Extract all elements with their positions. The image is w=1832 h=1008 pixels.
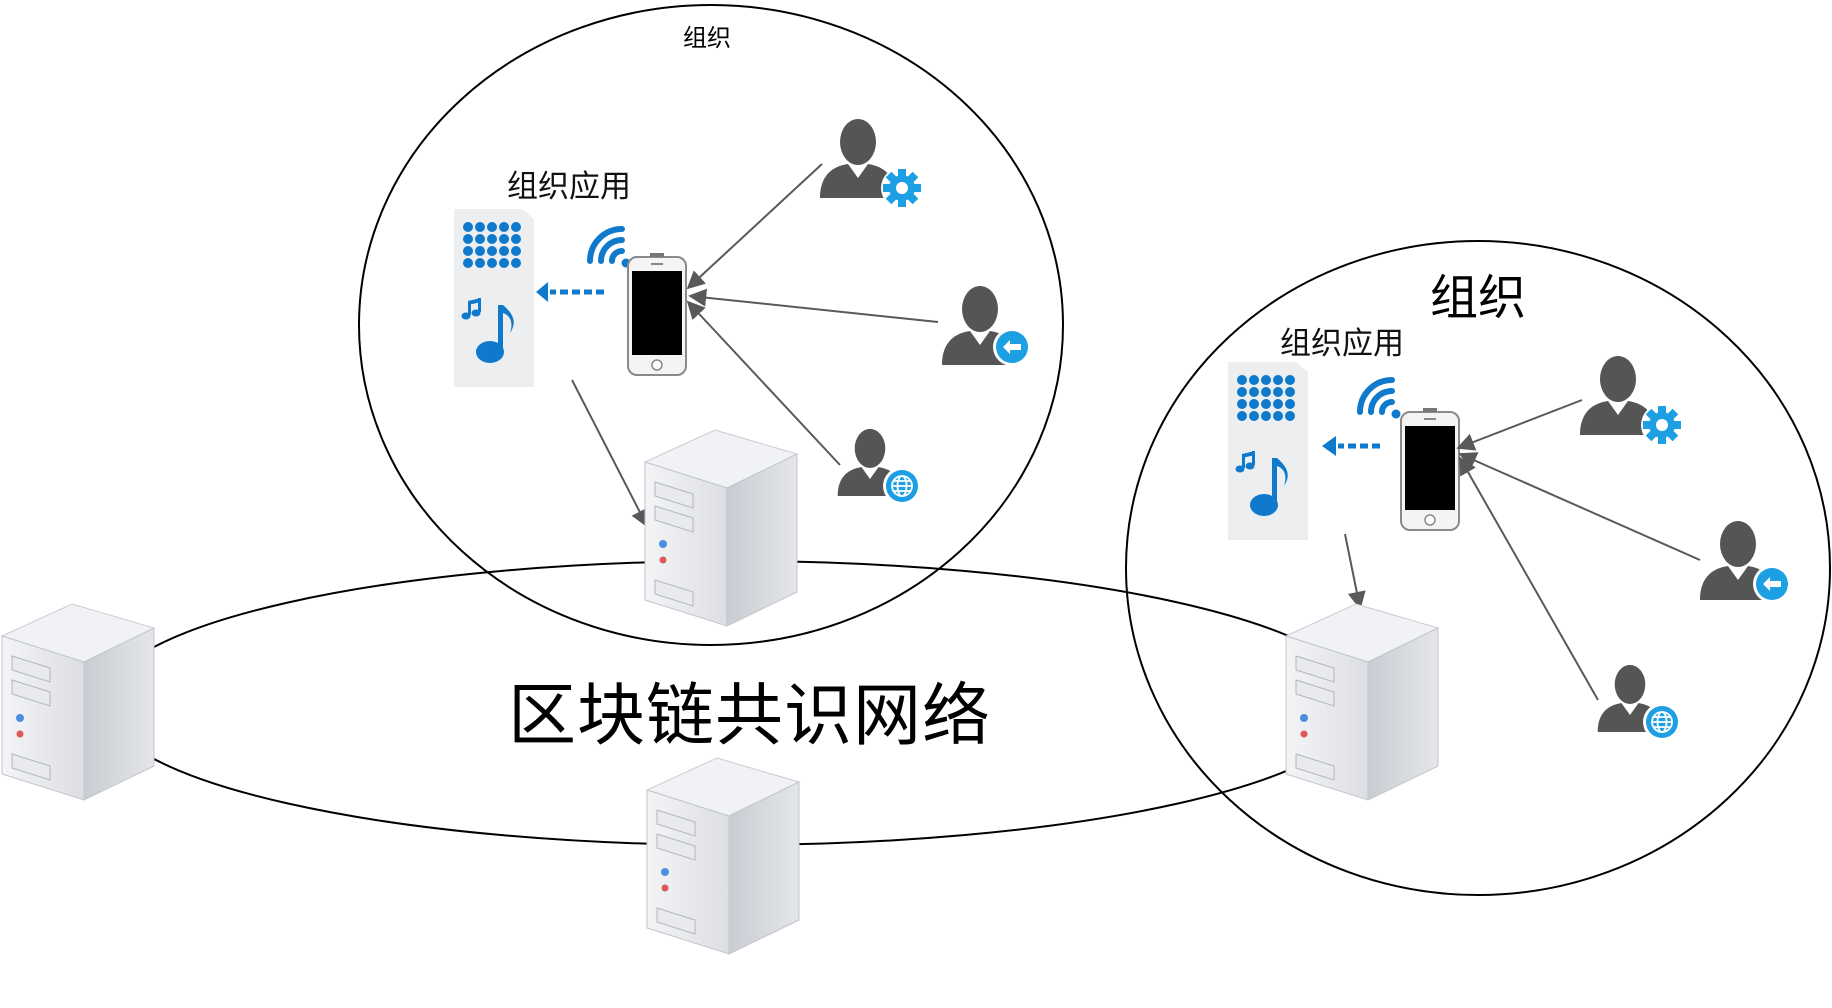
org1-admin-to-phone-line [686, 163, 823, 290]
org1-user-web [837, 428, 922, 506]
organization-1-boundary [358, 4, 1064, 646]
server-icon [646, 757, 800, 955]
org1-web-to-phone-line [686, 300, 841, 466]
server-icon [1285, 603, 1439, 801]
org2-app-icon [1228, 362, 1308, 540]
org2-admin-to-phone-line [1456, 399, 1583, 451]
consensus-network-title: 区块链共识网络 [508, 677, 992, 756]
org1-user-admin [820, 119, 923, 209]
gear-icon [881, 167, 923, 209]
org1-wifi-icon [590, 229, 631, 268]
org2-login-to-phone-line [1458, 452, 1701, 561]
org2-user-admin [1580, 356, 1683, 446]
organization-2-boundary [1125, 240, 1831, 896]
gear-icon [1641, 404, 1683, 446]
org1-login-to-phone-line [688, 288, 939, 323]
org2-phone-icon [1400, 407, 1460, 531]
organization-2-app-label: 组织应用 [1280, 326, 1404, 362]
org1-phone-to-app-arrowhead [536, 282, 548, 302]
arrow-left-icon [1753, 565, 1791, 603]
organization-2-title: 组织 [1430, 270, 1527, 326]
org2-user-web [1597, 664, 1682, 742]
org1-user-login [942, 286, 1031, 366]
org1-app-icon [454, 209, 534, 387]
org2-web-to-phone-line [1459, 456, 1599, 701]
org2-user-login [1700, 521, 1791, 603]
server-icon [1, 603, 155, 801]
server-icon [644, 429, 798, 627]
org2-app-to-server-line [1344, 533, 1366, 610]
org1-phone-icon [627, 252, 687, 376]
organization-1-title: 组织 [683, 24, 731, 52]
org1-app-to-server-line [571, 379, 648, 528]
org2-wifi-icon [1360, 380, 1401, 419]
org2-phone-to-app-arrowhead [1322, 436, 1336, 456]
arrow-left-icon [993, 328, 1031, 366]
globe-icon [882, 466, 922, 506]
globe-icon [1642, 702, 1682, 742]
organization-1-app-label: 组织应用 [507, 169, 631, 205]
